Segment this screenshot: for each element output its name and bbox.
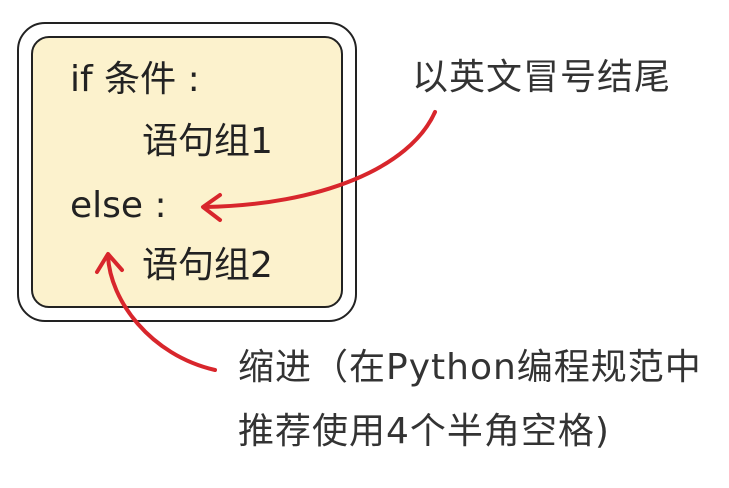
indent-arrowhead-icon xyxy=(95,252,124,274)
colon-annotation: 以英文冒号结尾 xyxy=(412,57,672,98)
code-box xyxy=(31,36,343,308)
code-line-else: else : xyxy=(70,185,167,226)
indent-annotation-line-1: 缩进（在Python编程规范中 xyxy=(238,347,702,388)
code-line-statement-1: 语句组1 xyxy=(142,121,273,162)
indent-arrow xyxy=(106,254,217,372)
colon-arrowhead-icon xyxy=(201,193,222,222)
indent-annotation-line-2: 推荐使用4个半角空格) xyxy=(238,411,610,452)
colon-arrow xyxy=(203,110,437,209)
code-line-statement-2: 语句组2 xyxy=(142,245,273,286)
code-line-if: if 条件 : xyxy=(70,59,200,100)
